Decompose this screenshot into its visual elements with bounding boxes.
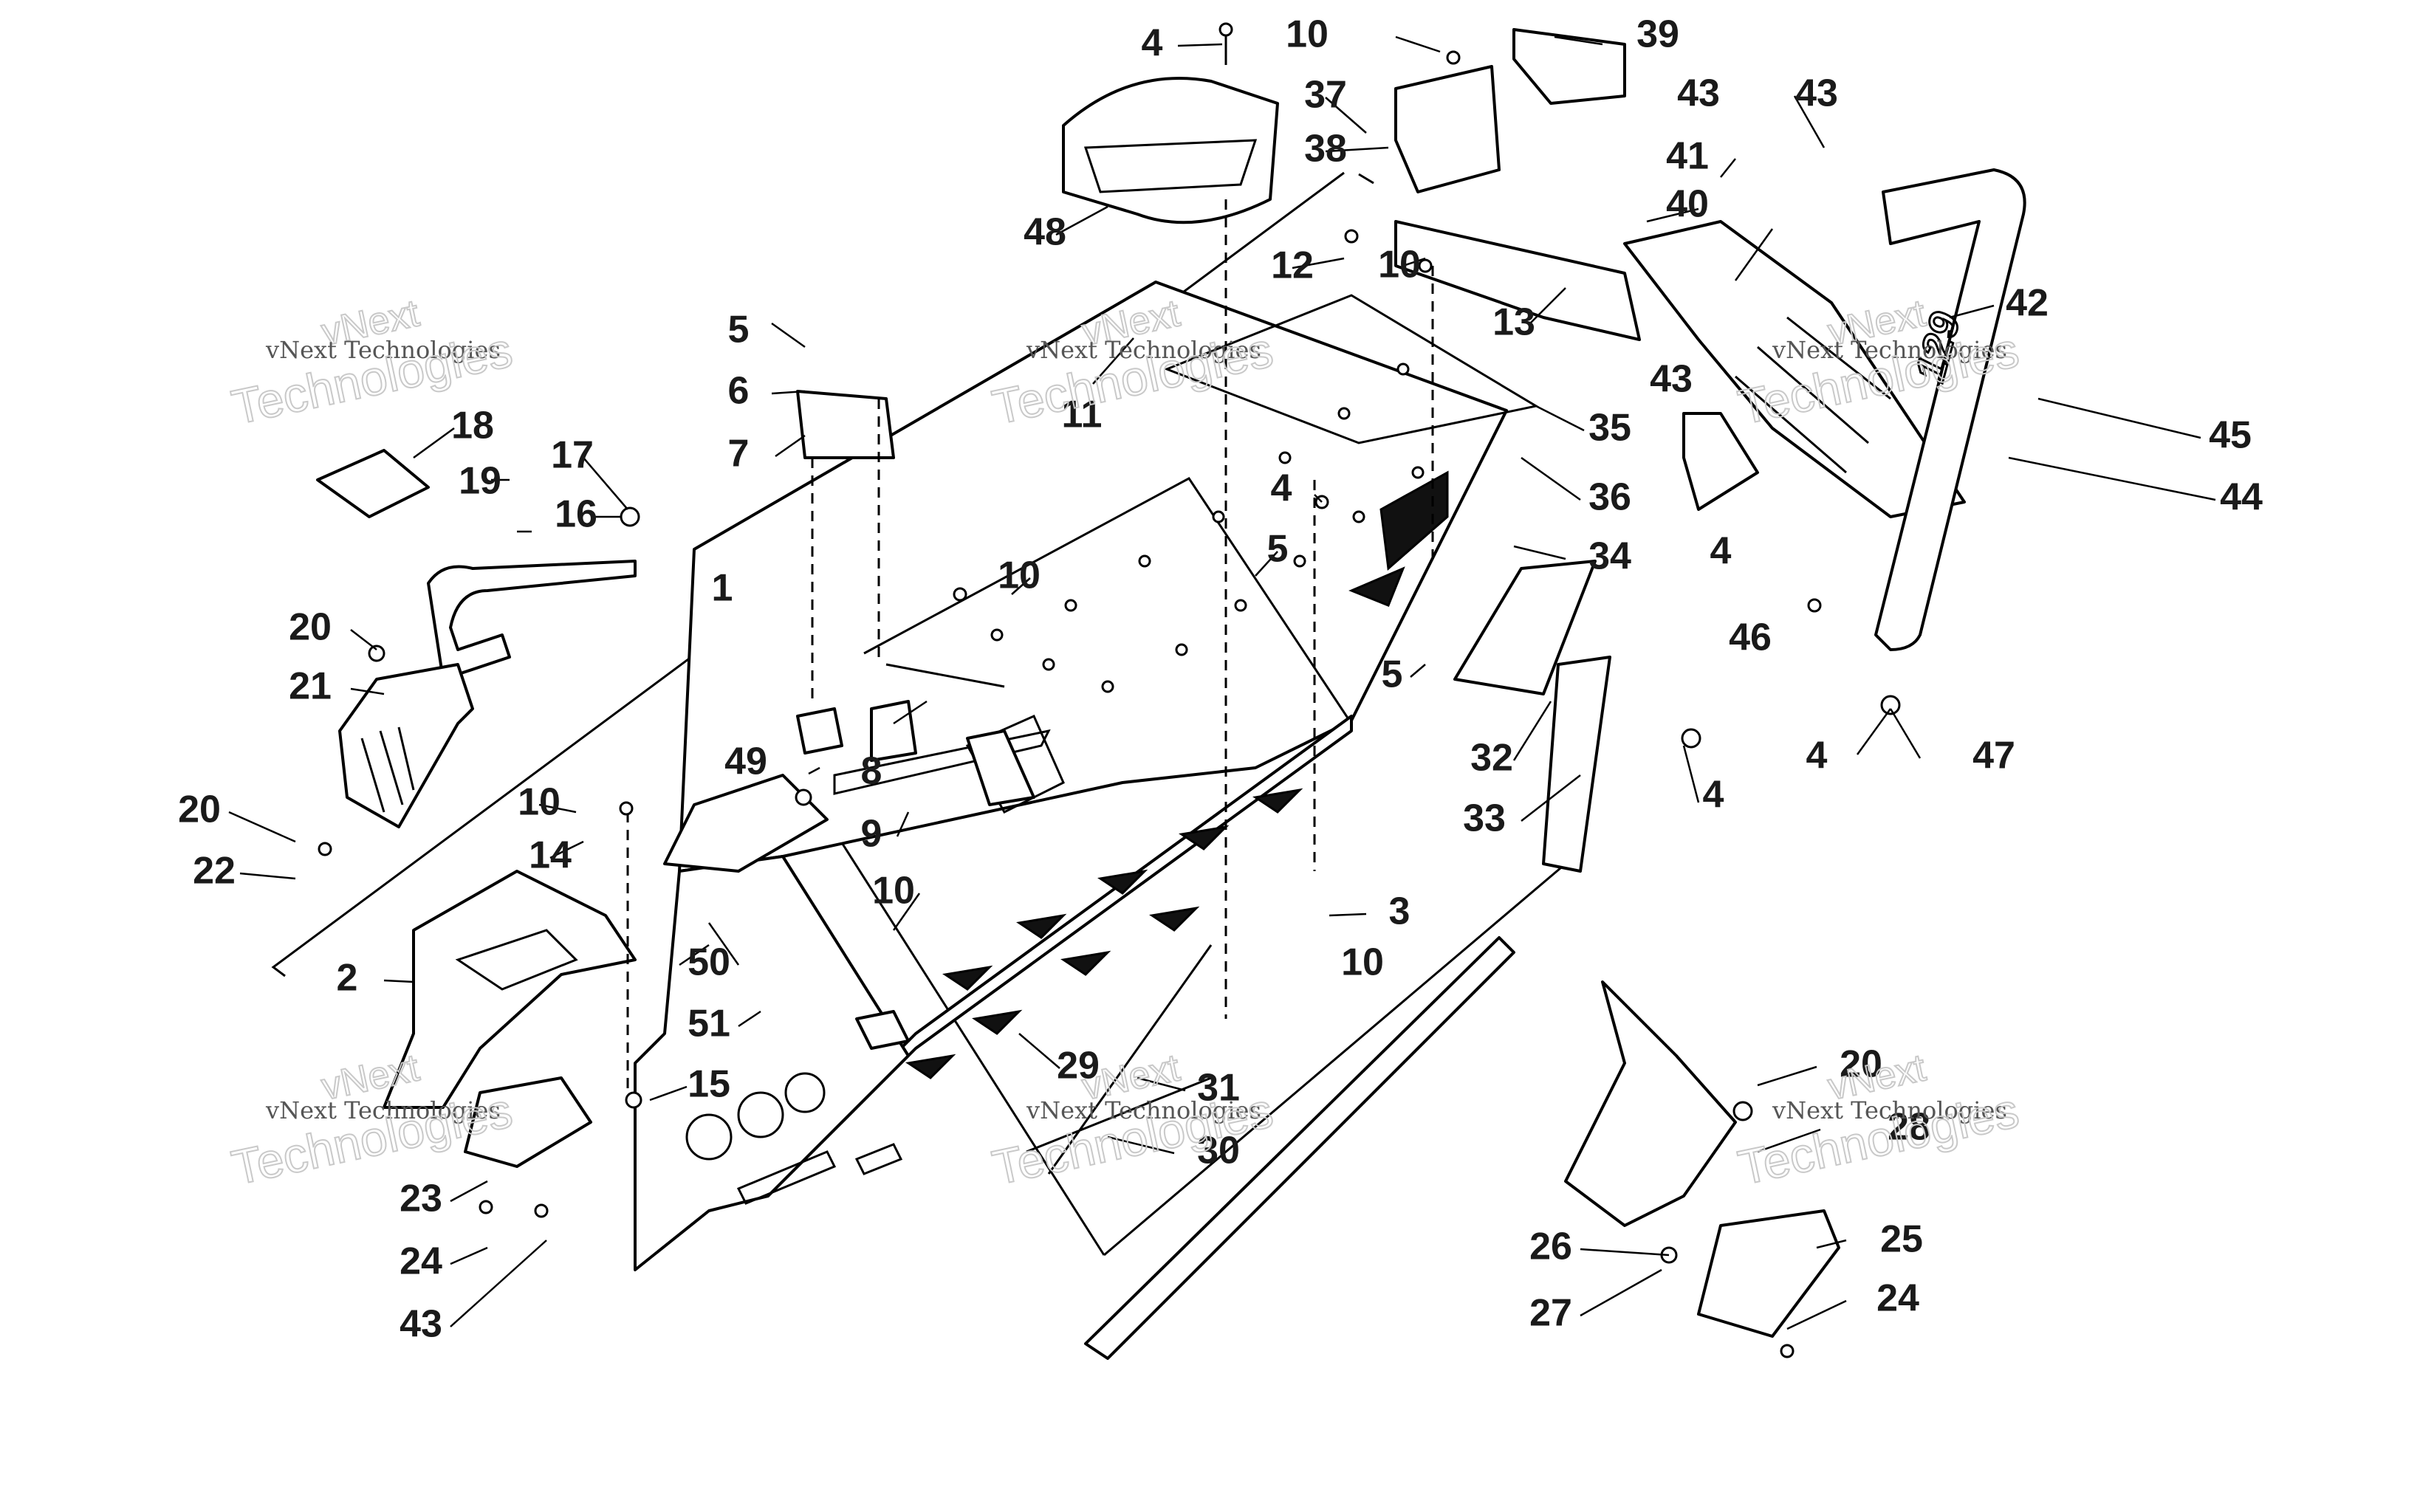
callout-number: 45 — [2209, 414, 2252, 457]
callout-number: 5 — [1382, 653, 1403, 696]
callout-number: 16 — [555, 493, 597, 536]
callout-number: 44 — [2220, 476, 2263, 519]
callout-number: 22 — [193, 850, 236, 893]
callout-number: 43 — [1650, 358, 1693, 401]
callout-number: 29 — [1057, 1045, 1100, 1087]
callout-number: 13 — [1492, 301, 1535, 344]
watermark-group-4: vNext vNext Technologies Technologies — [227, 1045, 518, 1195]
rear-parts — [1062, 28, 2026, 873]
callout-number: 11 — [1062, 394, 1103, 436]
callout-number: 4 — [1703, 774, 1724, 817]
callout-number: 10 — [518, 781, 561, 824]
callout-number: 38 — [1304, 128, 1347, 171]
callout-number: 9 — [861, 813, 882, 856]
callout-number: 47 — [1972, 735, 2015, 777]
callout-number: 43 — [400, 1303, 442, 1346]
callout-number: 10 — [998, 554, 1041, 597]
watermark-line1: vNext Technologies — [1026, 336, 1261, 364]
deck-holes — [990, 362, 1425, 693]
running-board — [1084, 936, 1515, 1360]
callout-number: 36 — [1588, 476, 1631, 519]
callout-number: 30 — [1197, 1130, 1240, 1172]
watermark-line1: vNext Technologies — [1772, 336, 2007, 364]
leader-lines — [228, 35, 2216, 1330]
callout-number: 50 — [688, 941, 730, 984]
left-parts — [316, 449, 1840, 1338]
callout-number: 4 — [1710, 530, 1732, 573]
callout-number: 6 — [728, 370, 750, 413]
center-parts — [663, 390, 1035, 873]
callout-number: 27 — [1529, 1292, 1572, 1335]
callout-number: 26 — [1529, 1226, 1572, 1268]
callout-number: 5 — [728, 309, 750, 351]
watermark-line1: vNext Technologies — [265, 336, 501, 364]
callout-number: 49 — [724, 740, 767, 783]
callout-number: 41 — [1666, 135, 1709, 178]
callout-number: 14 — [529, 834, 572, 877]
callout-number: 43 — [1795, 72, 1838, 115]
callout-number: 8 — [861, 750, 882, 793]
callout-labels: 1234444455567891010101010101112131415161… — [178, 13, 2263, 1346]
callout-number: 12 — [1271, 244, 1314, 287]
callout-number: 4 — [1271, 467, 1292, 510]
callout-number: 10 — [872, 870, 915, 913]
callout-number: 46 — [1729, 616, 1772, 659]
callout-number: 39 — [1636, 13, 1679, 56]
callout-number: 42 — [2006, 282, 2049, 325]
callout-number: 31 — [1197, 1067, 1240, 1110]
callout-number: 7 — [728, 433, 750, 475]
fasteners — [318, 22, 1901, 1358]
callout-number: 18 — [451, 405, 494, 447]
callout-number: 24 — [400, 1240, 442, 1283]
callout-number: 33 — [1463, 797, 1506, 840]
callout-number: 34 — [1588, 535, 1631, 578]
callout-number: 32 — [1470, 737, 1513, 780]
callout-number: 51 — [688, 1003, 730, 1045]
callout-number: 3 — [1389, 890, 1410, 933]
watermark-line1: vNext Technologies — [1026, 1096, 1261, 1124]
callout-number: 28 — [1888, 1106, 1930, 1149]
callout-number: 48 — [1024, 211, 1066, 254]
callout-number: 4 — [1806, 735, 1828, 777]
callout-number: 5 — [1267, 528, 1289, 571]
callout-number: 24 — [1876, 1277, 1919, 1320]
callout-number: 4 — [1142, 22, 1163, 65]
callout-number: 20 — [178, 788, 221, 831]
callout-number: 17 — [551, 434, 594, 477]
callout-number: 25 — [1880, 1218, 1923, 1261]
watermark-group-6: vNext vNext Technologies Technologies — [1733, 1045, 2024, 1195]
watermark-line1: vNext Technologies — [1772, 1096, 2007, 1124]
watermark-line1: vNext Technologies — [265, 1096, 501, 1124]
bumper-bracket — [383, 870, 637, 1109]
callout-number: 15 — [688, 1063, 730, 1106]
callout-number: 37 — [1304, 74, 1347, 117]
callout-number: 19 — [459, 460, 501, 503]
callout-number: 10 — [1341, 941, 1384, 984]
callout-number: 43 — [1677, 72, 1720, 115]
callout-number: 21 — [289, 665, 332, 708]
callout-number: 10 — [1378, 244, 1421, 286]
callout-number: 20 — [1840, 1043, 1882, 1086]
assembly-lines — [626, 199, 1434, 1093]
callout-number: 40 — [1666, 183, 1709, 226]
callout-number: 10 — [1286, 13, 1329, 56]
callout-number: 2 — [337, 957, 358, 1000]
callout-number: 35 — [1588, 407, 1631, 450]
callout-number: 1 — [712, 567, 733, 610]
callout-number: 23 — [400, 1178, 442, 1220]
callout-number: 20 — [289, 606, 332, 649]
